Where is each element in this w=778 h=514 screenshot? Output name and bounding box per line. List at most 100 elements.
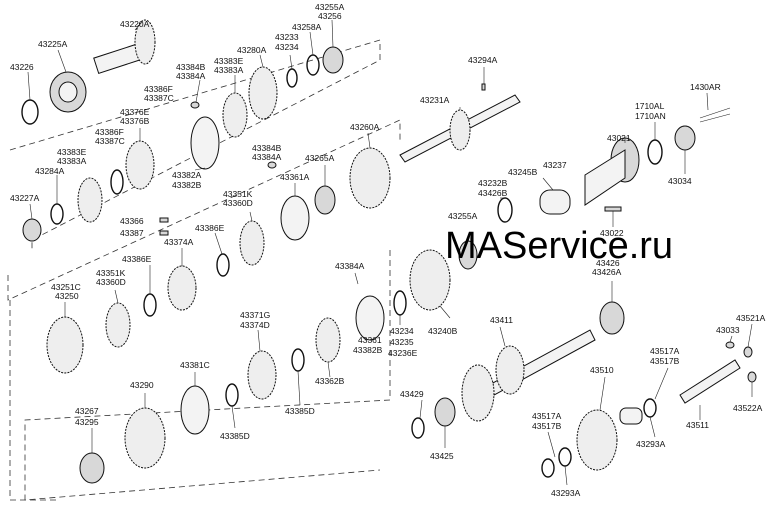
part-label: 43521A <box>736 313 766 323</box>
bearing-43426 <box>599 301 625 335</box>
sleeve-43374d <box>247 350 277 400</box>
part-label: 1430AR <box>690 82 721 92</box>
part-label: 43034 <box>668 176 692 186</box>
part-label: 43237 <box>543 160 567 170</box>
pin-43366 <box>159 217 169 223</box>
ring-43234 <box>393 290 407 316</box>
part-label: 43021 <box>607 133 631 143</box>
snap-ring-43226 <box>21 99 39 125</box>
part-label: 43387 <box>120 228 144 238</box>
part-label: 43386E <box>122 254 152 264</box>
cotter-pin-1430ar <box>699 107 731 123</box>
bearing-43361a <box>280 195 310 241</box>
part-label: 43385D <box>285 406 315 416</box>
key-43522a <box>747 371 757 383</box>
washer-43293a <box>643 398 657 418</box>
part-label: 43220A <box>120 19 150 29</box>
part-label: 43429 <box>400 389 424 399</box>
part-label: 43227A <box>10 193 40 203</box>
watermark: MAService.ru <box>445 225 673 267</box>
part-label: 43361A <box>280 172 310 182</box>
input-shaft <box>93 19 156 74</box>
synchro-43362b <box>315 317 341 363</box>
countershaft-43411 <box>461 329 596 422</box>
output-flange-43021 <box>584 137 640 206</box>
part-label: 43522A <box>733 403 763 413</box>
sleeve-43374a <box>167 265 197 311</box>
bearing-43381c <box>180 385 210 435</box>
part-label: 43425 <box>430 451 454 461</box>
gear-43510 <box>576 409 618 471</box>
washer-43293a-b <box>558 447 572 467</box>
ring-43385d <box>291 348 305 372</box>
part-label: 43294A <box>468 55 498 65</box>
part-label: 43226 <box>10 62 34 72</box>
part-label: 43260A <box>350 122 380 132</box>
bearing-43361 <box>355 295 385 341</box>
bearing-43265a <box>314 185 336 215</box>
ring-43232b <box>497 197 513 223</box>
gear-43250 <box>46 316 84 374</box>
part-label: 43231A <box>420 95 450 105</box>
part-label: 43293A <box>636 439 666 449</box>
gear-43260a <box>349 147 391 209</box>
synchro-43360d-b <box>105 302 131 348</box>
ring-43387c <box>110 169 124 195</box>
part-label: 43385D <box>220 431 250 441</box>
ring-43284a <box>50 203 64 225</box>
bearing-43256 <box>322 46 344 74</box>
washer-43517a <box>541 458 555 478</box>
pin-43294a <box>481 83 486 91</box>
key-43521a <box>743 346 753 358</box>
seal-1710al <box>647 139 663 165</box>
nut-43034 <box>674 125 696 151</box>
part-label: 43225A <box>38 39 68 49</box>
bearing-43267 <box>79 452 105 484</box>
shaft-43511 <box>679 359 741 404</box>
key-43384b <box>190 101 200 109</box>
gear-43280a <box>248 66 278 120</box>
part-label: 43033 <box>716 325 740 335</box>
part-label: 43511 <box>686 420 709 430</box>
ring-43429 <box>411 417 425 439</box>
part-label: 43374A <box>164 237 194 247</box>
key-43384a <box>267 161 277 169</box>
part-label: 43265A <box>305 153 335 163</box>
part-label: 43411 <box>490 315 513 325</box>
part-label: 43290 <box>130 380 154 390</box>
part-label: 43284A <box>35 166 65 176</box>
ring-43386e-b <box>143 293 157 317</box>
part-label: 43022 <box>600 228 624 238</box>
gear-43290 <box>124 407 166 469</box>
part-label: 43240B <box>428 326 458 336</box>
part-label: 43384A <box>335 261 365 271</box>
synchro-43360d <box>239 220 265 266</box>
bearing-43225a <box>49 71 87 113</box>
leader-lines <box>27 19 753 486</box>
part-label: 43366 <box>120 216 144 226</box>
part-label: 43245B <box>508 167 538 177</box>
synchro-43383e <box>222 92 248 138</box>
part-label: 43258A <box>292 22 322 32</box>
ring-43385d-b <box>225 383 239 407</box>
part-label: 43255A <box>448 211 478 221</box>
